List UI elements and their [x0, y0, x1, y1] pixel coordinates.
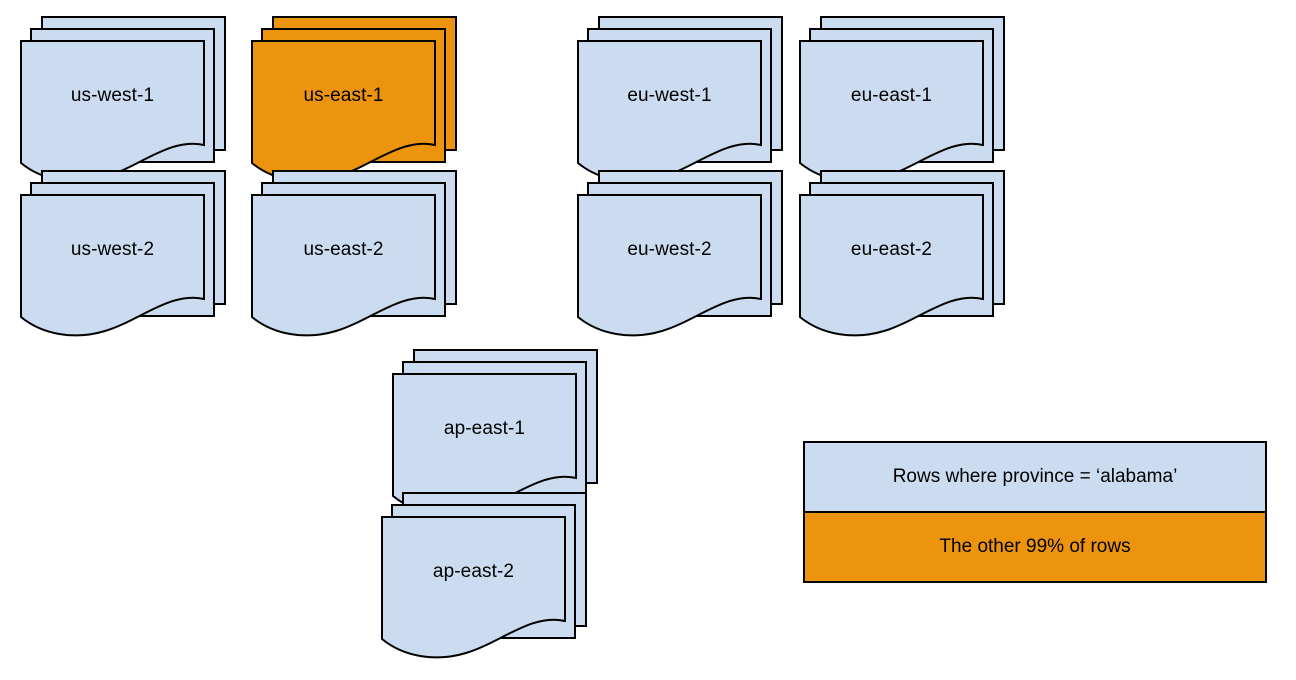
- document-stack-shape: [251, 16, 457, 183]
- document-stack-shape: [577, 16, 783, 183]
- document-stack-eu-west-1[interactable]: eu-west-1: [577, 16, 790, 183]
- legend-item-label: The other 99% of rows: [939, 536, 1131, 557]
- stack-sheet-front: [799, 194, 984, 337]
- legend: Rows where province = ‘alabama’ The other…: [803, 441, 1267, 583]
- document-stack-ap-east-1[interactable]: ap-east-1: [392, 349, 605, 516]
- document-stack-shape: [799, 16, 1005, 183]
- document-stack-shape: [577, 170, 783, 337]
- document-stack-us-east-2[interactable]: us-east-2: [251, 170, 464, 337]
- document-stack-us-west-1[interactable]: us-west-1: [20, 16, 233, 183]
- document-stack-shape: [381, 492, 587, 659]
- document-stack-shape: [392, 349, 598, 516]
- stack-sheet-front: [381, 516, 566, 659]
- legend-item-other-rows: The other 99% of rows: [805, 513, 1265, 581]
- document-stack-eu-east-2[interactable]: eu-east-2: [799, 170, 1012, 337]
- legend-item-alabama-rows: Rows where province = ‘alabama’: [805, 443, 1265, 513]
- document-stack-us-west-2[interactable]: us-west-2: [20, 170, 233, 337]
- document-stack-shape: [799, 170, 1005, 337]
- stack-sheet-front: [20, 194, 205, 337]
- document-stack-shape: [251, 170, 457, 337]
- legend-item-label: Rows where province = ‘alabama’: [892, 466, 1178, 487]
- stack-sheet-front: [251, 194, 436, 337]
- document-stack-us-east-1[interactable]: us-east-1: [251, 16, 464, 183]
- stack-sheet-front: [577, 194, 762, 337]
- document-stack-ap-east-2[interactable]: ap-east-2: [381, 492, 594, 659]
- document-stack-eu-east-1[interactable]: eu-east-1: [799, 16, 1012, 183]
- document-stack-eu-west-2[interactable]: eu-west-2: [577, 170, 790, 337]
- document-stack-shape: [20, 16, 226, 183]
- document-stack-shape: [20, 170, 226, 337]
